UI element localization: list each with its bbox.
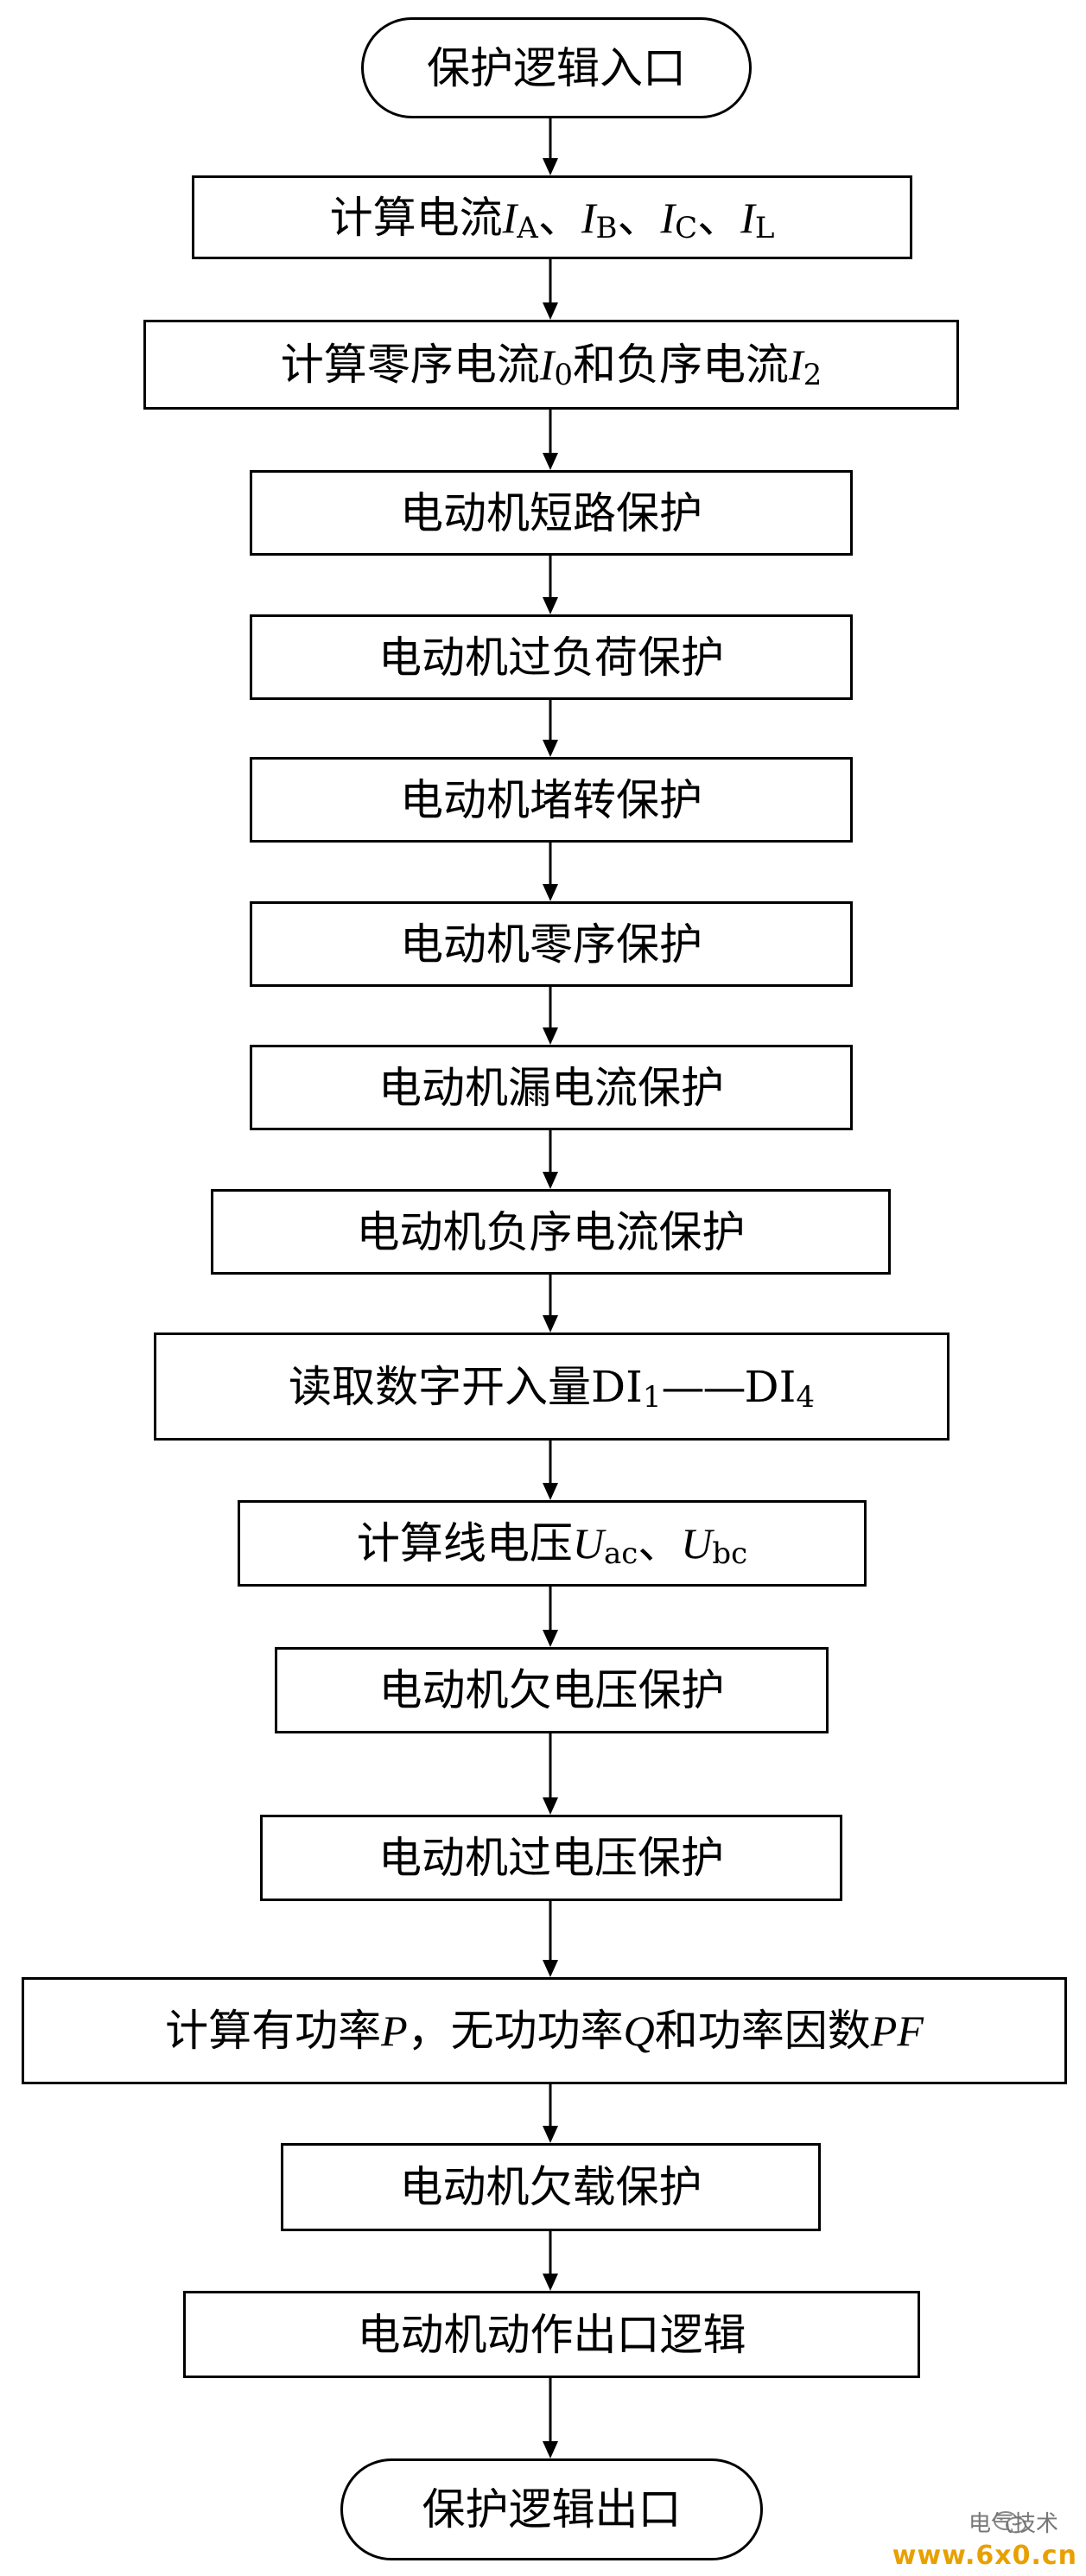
node-label-part: 电动机过负荷保护 (378, 632, 724, 683)
node-label-part: PF (870, 2007, 924, 2055)
arrow-head (543, 302, 558, 320)
arrow-head (543, 884, 558, 901)
node-label-part: 电动机负序电流保护 (356, 1206, 746, 1257)
node-label-part: 2 (803, 358, 822, 392)
node-leakage-protection: 电动机漏电流保护 (250, 1045, 853, 1130)
node-label-part: L (754, 210, 775, 245)
node-label-part: I (581, 193, 596, 242)
node-label-part: 和负序电流 (573, 340, 789, 390)
node-label-part: ，无功功率 (407, 2006, 624, 2056)
arrow-head (543, 1172, 558, 1189)
node-label-part: 电动机动作出口逻辑 (357, 2309, 746, 2360)
node-action-exit-logic: 电动机动作出口逻辑 (183, 2291, 920, 2378)
arrow-head (543, 158, 558, 175)
node-label-part: I (539, 340, 555, 389)
node-label-part: I (502, 193, 518, 242)
node-label-part: 电动机欠电压保护 (378, 1665, 725, 1715)
arrow-head (543, 2441, 558, 2458)
node-label-part: 和功率因数 (654, 2006, 871, 2056)
node-label-part: I (789, 340, 803, 389)
node-underload-protection: 电动机欠载保护 (281, 2143, 821, 2231)
node-label-part: 计算有功率 (165, 2006, 382, 2056)
node-end: 保护逻辑出口 (340, 2458, 763, 2560)
node-label-part: DI (744, 1361, 797, 1412)
node-label-part: 计算零序电流 (280, 340, 540, 390)
node-label-part: 4 (796, 1379, 815, 1415)
arrow-head (543, 1027, 558, 1045)
arrow-head (543, 1483, 558, 1500)
node-label-part: 保护逻辑出口 (422, 2484, 682, 2535)
node-label-part: 、 (697, 192, 741, 243)
node-label-part: 、 (638, 1518, 682, 1568)
node-label-part: I (740, 193, 755, 242)
node-overvoltage-protection: 电动机过电压保护 (260, 1815, 842, 1901)
node-label-part: 保护逻辑入口 (427, 42, 686, 93)
node-label-part: 计算线电压 (356, 1518, 573, 1568)
node-label-part: 1 (642, 1379, 662, 1415)
node-label-part: 电动机过电压保护 (378, 1833, 724, 1883)
watermark-text: 电气技术 (968, 2511, 1058, 2537)
node-label-part: —— (661, 1361, 746, 1412)
node-label-part: bc (712, 1536, 748, 1571)
arrow-head (543, 1630, 558, 1647)
arrow-head (543, 1315, 558, 1333)
arrow-head (543, 453, 558, 470)
node-overload-protection: 电动机过负荷保护 (250, 614, 853, 700)
node-neg-seq-protection: 电动机负序电流保护 (211, 1189, 891, 1275)
node-label-part: C (675, 210, 698, 245)
node-label-part: 0 (554, 358, 573, 392)
arrow-head (543, 1960, 558, 1977)
node-label-part: B (595, 210, 618, 245)
arrow-head (543, 597, 558, 614)
node-label-part: 电动机漏电流保护 (378, 1062, 724, 1113)
node-label-part: ac (603, 1536, 638, 1571)
node-label-part: A (517, 210, 538, 245)
arrow-head (543, 2274, 558, 2291)
node-label-part: 电动机堵转保护 (400, 774, 702, 825)
node-short-circuit-protection: 电动机短路保护 (250, 470, 853, 556)
node-label-part: P (381, 2007, 408, 2055)
node-label-part: 电动机欠载保护 (399, 2162, 702, 2212)
arrow-head (543, 1797, 558, 1815)
node-undervoltage-protection: 电动机欠电压保护 (275, 1647, 829, 1733)
node-label-part: 、 (537, 192, 581, 243)
node-label-part: Q (623, 2007, 655, 2055)
arrow-head (543, 740, 558, 757)
node-label-part: U (572, 1519, 604, 1568)
arrow-head (543, 2126, 558, 2143)
node-label-part: 读取数字开入量DI (289, 1361, 643, 1412)
node-label-part: 计算电流 (329, 192, 503, 243)
node-label-part: U (681, 1519, 713, 1568)
node-label-part: 电动机零序保护 (400, 919, 702, 970)
watermark-url: www.6x0.cn (892, 2541, 1077, 2571)
node-label-part: 、 (617, 192, 661, 243)
node-zero-seq-protection: 电动机零序保护 (250, 901, 853, 987)
node-start: 保护逻辑入口 (361, 17, 752, 118)
node-label-part: 电动机短路保护 (400, 487, 702, 538)
node-stall-protection: 电动机堵转保护 (250, 757, 853, 843)
node-label-part: I (660, 193, 676, 242)
wechat-icon (993, 2510, 1027, 2535)
